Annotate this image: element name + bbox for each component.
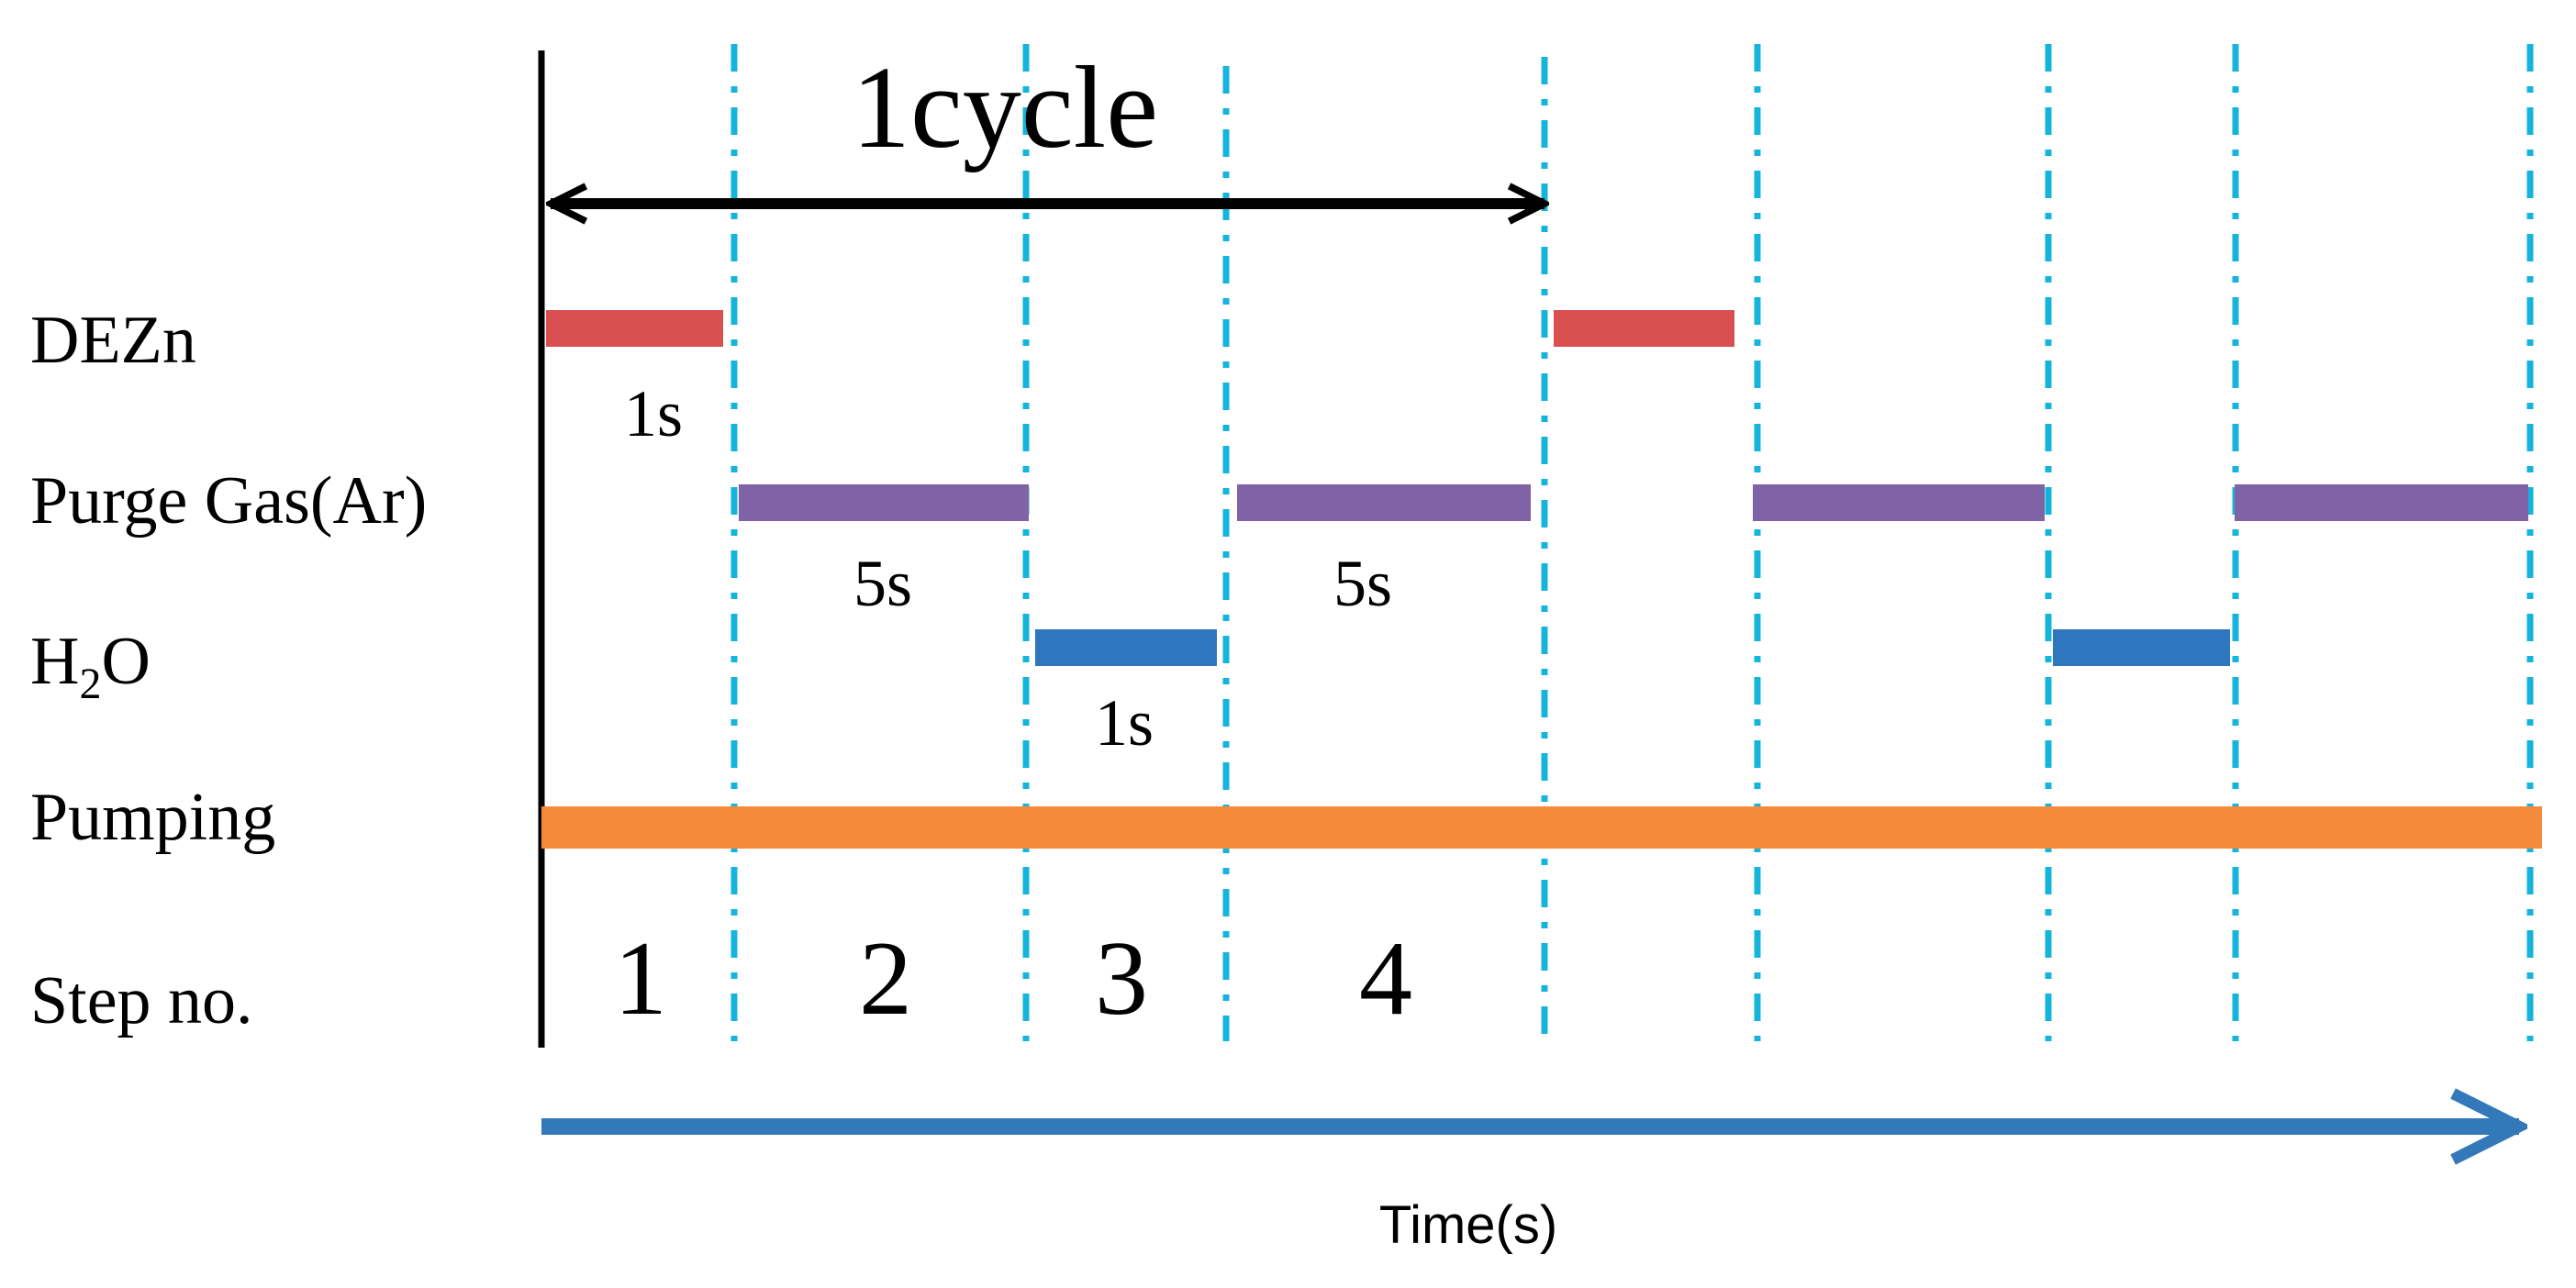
step-number: 1 bbox=[614, 920, 667, 1038]
step-number: 4 bbox=[1359, 920, 1412, 1038]
duration-purge-2: 5s bbox=[1333, 547, 1392, 620]
row-label-purge: Purge Gas(Ar) bbox=[30, 463, 427, 539]
duration-purge-1: 5s bbox=[853, 547, 912, 620]
row-label-dezn: DEZn bbox=[30, 303, 196, 378]
phase-dividers bbox=[730, 44, 2534, 1041]
row-label-h2o: H2O bbox=[30, 624, 151, 708]
row-label-pumping: Pumping bbox=[30, 780, 275, 855]
duration-dezn: 1s bbox=[624, 377, 683, 450]
step-number: 3 bbox=[1095, 920, 1148, 1038]
row-label-step: Step no. bbox=[30, 963, 253, 1038]
step-number: 2 bbox=[859, 920, 912, 1038]
duration-h2o: 1s bbox=[1095, 686, 1154, 760]
cycle-label: 1cycle bbox=[852, 42, 1158, 172]
time-axis-label: Time(s) bbox=[1379, 1195, 1557, 1255]
